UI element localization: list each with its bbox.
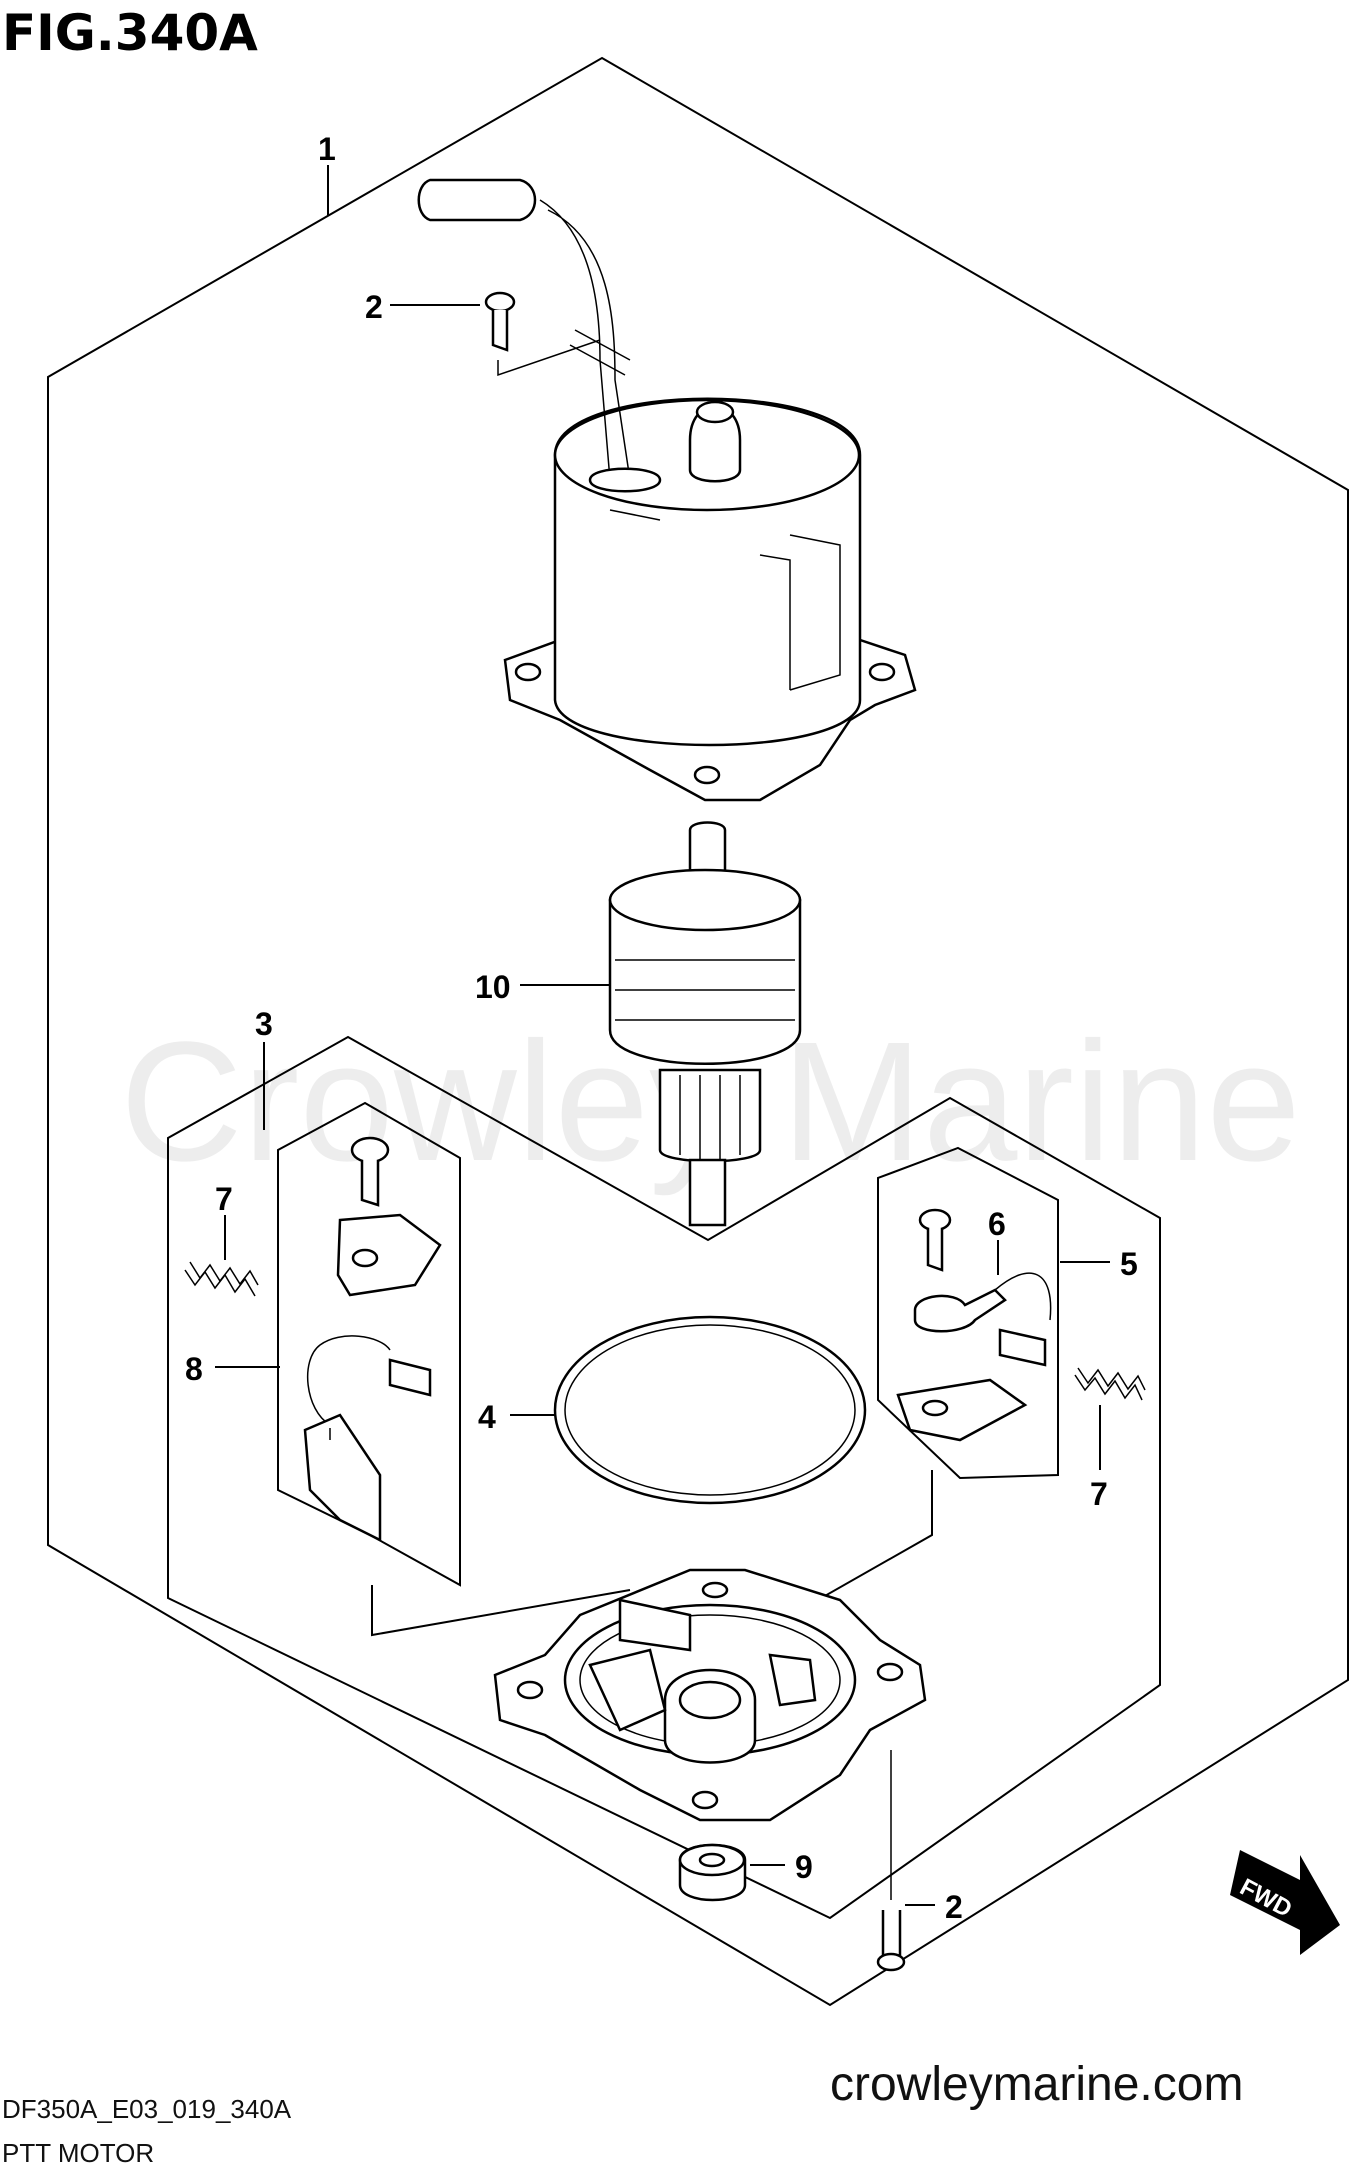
screw-top (484, 291, 516, 352)
callout-7-right: 7 (1090, 1476, 1108, 1512)
diagram-code: DF350A_E03_019_340A (2, 2094, 292, 2124)
spring-right (1074, 1367, 1146, 1401)
callout-5: 5 (1120, 1246, 1138, 1282)
callout-2-top: 2 (365, 289, 383, 325)
brush-holder-right (896, 1208, 1052, 1442)
brush-holder-left (303, 1136, 442, 1543)
fwd-direction-badge: FWD (1230, 1850, 1340, 1955)
spring-left (184, 1261, 259, 1297)
leader-box8-base (371, 1585, 631, 1637)
callout-2-bottom: 2 (945, 1889, 963, 1925)
callout-7-left: 7 (215, 1181, 233, 1217)
assembly-boundary-3 (167, 1035, 1161, 1920)
callout-4: 4 (478, 1399, 496, 1435)
callout-9: 9 (795, 1849, 813, 1885)
callout-6: 6 (988, 1206, 1006, 1242)
motor-base (493, 1568, 927, 1822)
callout-3: 3 (255, 1006, 273, 1042)
callout-1: 1 (318, 131, 336, 167)
website-label: crowleymarine.com (830, 2058, 1243, 2111)
motor-cable (417, 178, 662, 493)
brush-set-box-5 (877, 1146, 1059, 1480)
o-ring (553, 1315, 867, 1505)
leader-screw-top (497, 339, 601, 377)
callout-8: 8 (185, 1351, 203, 1387)
figure-title: FIG.340A (2, 4, 258, 62)
diagram-caption: PTT MOTOR (2, 2138, 154, 2168)
motor-housing (503, 397, 917, 802)
assembly-boundary-1 (47, 56, 1349, 2007)
callout-10: 10 (475, 969, 511, 1005)
screw-bottom (876, 1910, 906, 1972)
bushing (678, 1843, 747, 1902)
armature (608, 821, 802, 1227)
